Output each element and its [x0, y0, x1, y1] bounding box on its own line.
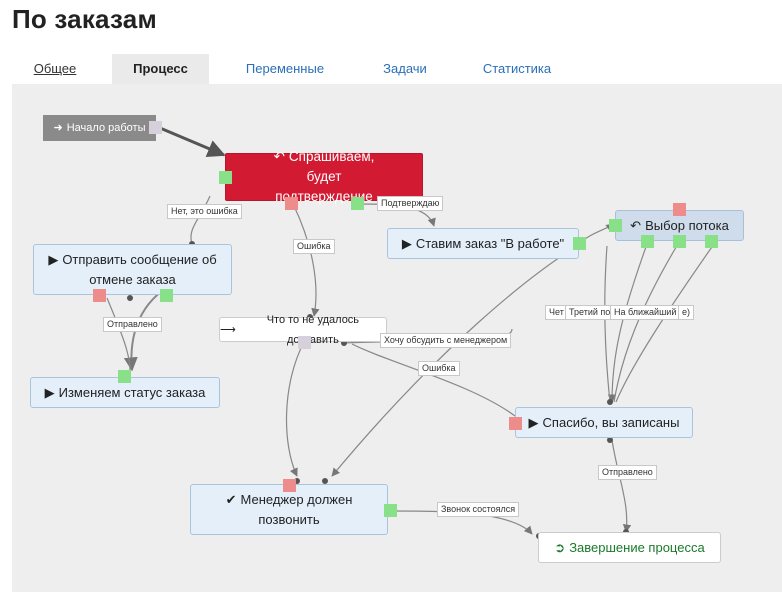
reply-icon: ↶ [273, 149, 285, 164]
port-flow-2[interactable] [673, 235, 686, 248]
port-failed-out[interactable] [298, 336, 311, 349]
port-ask-error[interactable] [285, 197, 298, 210]
port-flow-in[interactable] [609, 219, 622, 232]
sign-in-icon: ➜ [53, 122, 63, 134]
arrow-right-icon: ⟶ [220, 323, 236, 336]
port-manager-call[interactable] [384, 504, 397, 517]
tab-statistics[interactable]: Статистика [482, 61, 552, 76]
port-cancel-error[interactable] [93, 289, 106, 302]
edge-label-third[interactable]: Третий по [565, 305, 615, 320]
port-flow-1[interactable] [641, 235, 654, 248]
edge-label-want-discuss[interactable]: Хочу обсудить с менеджером [380, 333, 512, 348]
edge-label-nearest-tail[interactable]: е) [678, 305, 695, 320]
edge-label-sent-2[interactable]: Отправлено [598, 465, 657, 480]
edge-flow-thanks-2[interactable] [613, 243, 679, 403]
edge-label-no-error[interactable]: Нет, это ошибка [167, 204, 242, 219]
edge-start-ask[interactable] [159, 126, 226, 157]
port-ask-no[interactable] [219, 171, 232, 184]
edge-label-error-1[interactable]: Ошибка [293, 239, 335, 254]
node-thanks[interactable]: ▶Спасибо, вы записаны [515, 407, 693, 438]
edge-label-error-2[interactable]: Ошибка [418, 361, 460, 376]
port-inwork-out[interactable] [573, 237, 586, 250]
page-title: По заказам [12, 4, 157, 34]
edge-inwork-manager[interactable] [331, 245, 578, 477]
play-icon: ▶ [48, 251, 59, 267]
node-send-cancel[interactable]: ▶Отправить сообщение об отмене заказа [33, 244, 232, 295]
reply-icon: ↶ [630, 217, 642, 233]
port-flow-3[interactable] [705, 235, 718, 248]
edge-flow-thanks-1[interactable] [607, 243, 648, 403]
edge-label-nearest[interactable]: На ближайший [610, 305, 681, 320]
node-finish[interactable]: ➲Завершение процесса [538, 532, 721, 563]
tab-process[interactable]: Процесс [112, 54, 209, 84]
edge-failed-thanks[interactable] [351, 343, 516, 417]
process-canvas[interactable]: ➜Начало работы ↶Спрашиваем, будет подтве… [12, 84, 782, 592]
node-ask[interactable]: ↶Спрашиваем, будет подтверждение [225, 149, 423, 204]
port-start-out[interactable] [149, 121, 162, 134]
node-set-in-work[interactable]: ▶Ставим заказ "В работе" [387, 228, 579, 259]
edge-cancel-status-2[interactable] [106, 297, 131, 371]
edge-flow-thanks-3[interactable] [615, 243, 715, 403]
edge-label-call-done[interactable]: Звонок состоялся [437, 502, 520, 517]
edge-thanks-finish[interactable] [611, 439, 632, 533]
edge-failed-manager[interactable] [285, 341, 305, 477]
play-icon: ▶ [44, 384, 55, 400]
play-icon: ▶ [401, 235, 412, 251]
edge-ask-failed[interactable] [293, 205, 320, 317]
tab-bar: Общее Процесс Переменные Задачи Статисти… [12, 54, 782, 84]
node-manager-call[interactable]: ✔Менеджер должен позвонить [190, 484, 388, 535]
tab-tasks[interactable]: Задачи [383, 61, 427, 76]
check-icon: ✔ [225, 491, 237, 507]
edge-label-confirm[interactable]: Подтверждаю [377, 196, 444, 211]
edge-flow-thanks-4[interactable] [604, 245, 611, 403]
port-manager-error[interactable] [283, 479, 296, 492]
port-cancel-sent[interactable] [160, 289, 173, 302]
tab-general[interactable]: Общее [33, 61, 77, 76]
port-status-in[interactable] [118, 370, 131, 383]
node-start[interactable]: ➜Начало работы [43, 115, 156, 141]
edge-label-sent-1[interactable]: Отправлено [103, 317, 162, 332]
exit-icon: ➲ [554, 539, 566, 555]
edge-ask-cancel[interactable] [190, 195, 211, 245]
port-ask-confirm[interactable] [351, 197, 364, 210]
port-flow-error[interactable] [673, 203, 686, 216]
tab-variables[interactable]: Переменные [245, 61, 325, 76]
play-icon: ▶ [528, 414, 539, 430]
edge-label-thu[interactable]: Чет [545, 305, 568, 320]
port-thanks-error[interactable] [509, 417, 522, 430]
